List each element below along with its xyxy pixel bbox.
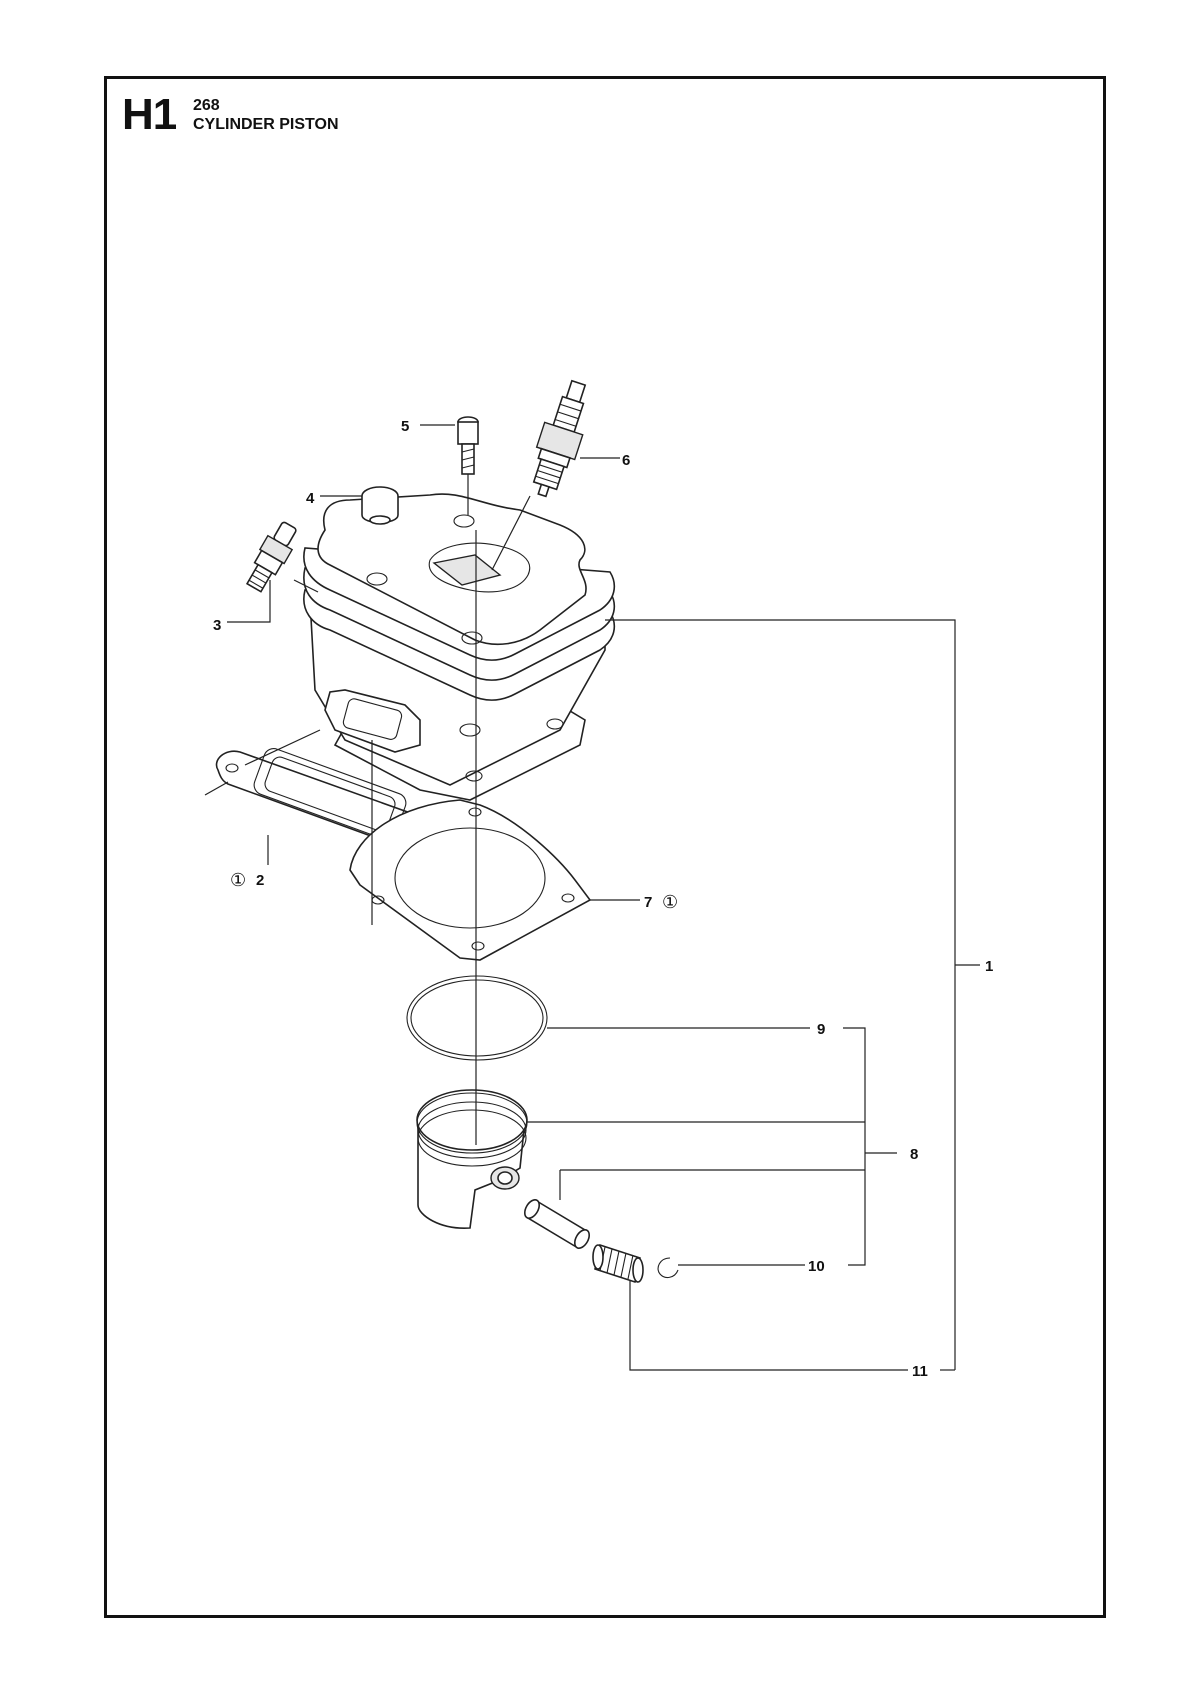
piston-part[interactable]	[416, 1089, 528, 1229]
circlip-part[interactable]	[657, 1257, 679, 1279]
callout-7-mark: ①	[662, 892, 678, 913]
callout-2: 2	[256, 872, 264, 889]
callout-labels: 5 6 4 3 ① 2 7 ① 1 9 8 10 11	[213, 418, 993, 1380]
model-number: 268	[193, 97, 220, 114]
callout-11: 11	[912, 1363, 928, 1380]
leader-lines	[204, 424, 980, 1371]
piston-ring-part[interactable]	[406, 975, 548, 1061]
page-frame	[104, 76, 1106, 1618]
page-title: CYLINDER PISTON	[193, 116, 339, 133]
decompression-valve-part[interactable]	[242, 518, 302, 594]
base-gasket-part[interactable]	[349, 799, 592, 961]
section-code: H1	[122, 90, 177, 139]
callout-5: 5	[401, 418, 409, 435]
callout-10: 10	[808, 1258, 825, 1275]
callout-8: 8	[910, 1146, 918, 1163]
callout-2-mark: ①	[230, 870, 246, 891]
cylinder-part[interactable]	[303, 493, 616, 801]
needle-bearing-part[interactable]	[592, 1243, 644, 1284]
callout-7: 7	[644, 894, 652, 911]
screw-part[interactable]	[457, 416, 479, 475]
callout-4: 4	[306, 490, 315, 507]
callout-1: 1	[985, 958, 993, 975]
callout-3: 3	[213, 617, 221, 634]
callout-6: 6	[622, 452, 630, 469]
piston-pin-part[interactable]	[522, 1197, 592, 1250]
spark-plug-part[interactable]	[523, 377, 598, 502]
callout-9: 9	[817, 1021, 825, 1038]
cap-part[interactable]	[361, 486, 399, 525]
